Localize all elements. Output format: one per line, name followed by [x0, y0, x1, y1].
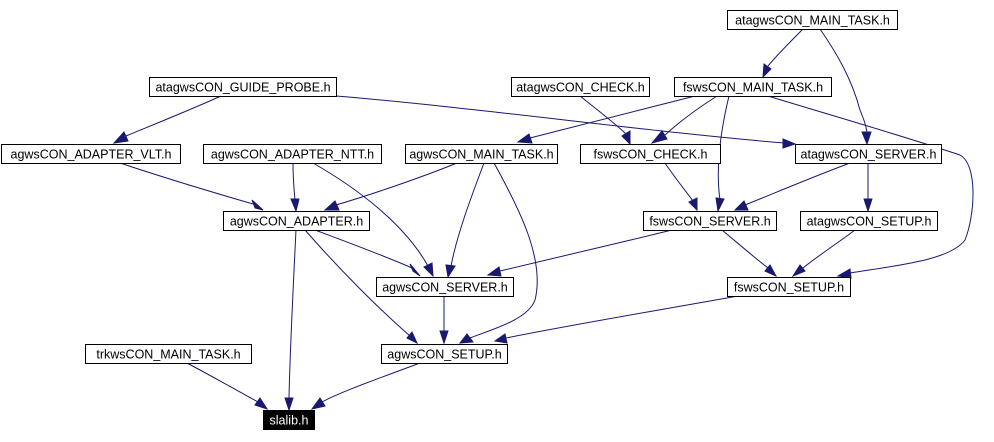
edge-fswsCON_SETUP-to-agwsCON_SETUP — [493, 295, 739, 344]
edge-agwsCON_ADAPTER-to-agwsCON_SERVER — [314, 229, 421, 277]
edges — [112, 28, 974, 412]
edge-fswsCON_CHECK-to-fswsCON_SERVER — [664, 162, 698, 212]
node-agwsCON_SERVER[interactable]: agwsCON_SERVER.h — [376, 277, 514, 297]
node-atagwsCON_MAIN_TASK[interactable]: atagwsCON_MAIN_TASK.h — [727, 10, 898, 30]
node-atagwsCON_CHECK[interactable]: atagwsCON_CHECK.h — [511, 77, 650, 97]
node-label: atagwsCON_SERVER.h — [801, 148, 937, 162]
node-slalib-focus[interactable]: slalib.h — [263, 410, 315, 430]
node-label: atagwsCON_MAIN_TASK.h — [735, 14, 890, 28]
node-agwsCON_SETUP[interactable]: agwsCON_SETUP.h — [381, 344, 508, 364]
edge-fswsCON_MAIN_TASK-to-fswsCON_SETUP — [767, 95, 974, 279]
node-fswsCON_CHECK[interactable]: fswsCON_CHECK.h — [580, 144, 721, 164]
edge-atagwsCON_GUIDE_PROBE-to-atagwsCON_SERVER — [335, 95, 797, 149]
edge-agwsCON_SETUP-to-slalib — [310, 362, 421, 410]
node-atagwsCON_SERVER[interactable]: atagwsCON_SERVER.h — [795, 144, 942, 164]
node-label: fswsCON_CHECK.h — [594, 148, 708, 162]
edge-atagwsCON_SERVER-to-atagwsCON_SETUP — [863, 163, 873, 213]
edge-fswsCON_SERVER-to-fswsCON_SETUP — [721, 229, 778, 278]
node-label: slalib.h — [270, 414, 309, 428]
edge-atagwsCON_SETUP-to-fswsCON_SETUP — [791, 229, 856, 278]
node-label: agwsCON_ADAPTER_VLT.h — [11, 148, 172, 162]
node-atagwsCON_SETUP[interactable]: atagwsCON_SETUP.h — [800, 211, 938, 231]
node-agwsCON_ADAPTER_NTT[interactable]: agwsCON_ADAPTER_NTT.h — [203, 144, 382, 164]
node-fswsCON_MAIN_TASK[interactable]: fswsCON_MAIN_TASK.h — [674, 77, 832, 97]
node-label: agwsCON_SETUP.h — [387, 348, 501, 362]
node-agwsCON_ADAPTER[interactable]: agwsCON_ADAPTER.h — [223, 211, 370, 231]
node-label: fswsCON_SETUP.h — [734, 281, 844, 295]
node-label: agwsCON_SERVER.h — [382, 281, 508, 295]
edge-agwsCON_ADAPTER_NTT-to-agwsCON_ADAPTER — [290, 162, 300, 213]
node-label: fswsCON_SERVER.h — [649, 215, 770, 229]
node-agwsCON_ADAPTER_VLT[interactable]: agwsCON_ADAPTER_VLT.h — [1, 144, 181, 164]
edge-agwsCON_ADAPTER_NTT-to-agwsCON_SERVER — [312, 162, 434, 278]
node-fswsCON_SETUP[interactable]: fswsCON_SETUP.h — [727, 277, 851, 297]
edge-agwsCON_SERVER-to-agwsCON_SETUP — [439, 296, 449, 345]
node-label: fswsCON_MAIN_TASK.h — [683, 81, 823, 95]
edge-agwsCON_ADAPTER-to-agwsCON_SETUP — [304, 229, 419, 345]
node-trkwsCON_MAIN_TASK[interactable]: trkwsCON_MAIN_TASK.h — [85, 344, 252, 364]
edge-fswsCON_MAIN_TASK-to-agwsCON_MAIN_TASK — [516, 95, 696, 144]
edge-agwsCON_ADAPTER_VLT-to-agwsCON_ADAPTER — [119, 162, 264, 211]
node-label: agwsCON_MAIN_TASK.h — [409, 148, 553, 162]
nodes: atagwsCON_MAIN_TASK.h atagwsCON_GUIDE_PR… — [1, 10, 942, 430]
node-agwsCON_MAIN_TASK[interactable]: agwsCON_MAIN_TASK.h — [405, 144, 558, 164]
node-label: atagwsCON_GUIDE_PROBE.h — [155, 81, 330, 95]
node-label: agwsCON_ADAPTER.h — [230, 215, 363, 229]
edge-trkwsCON_MAIN_TASK-to-slalib — [186, 362, 269, 410]
edge-agwsCON_MAIN_TASK-to-agwsCON_SETUP — [458, 162, 538, 344]
edge-fswsCON_SERVER-to-agwsCON_SERVER — [486, 229, 673, 277]
node-label: trkwsCON_MAIN_TASK.h — [96, 348, 240, 362]
edge-agwsCON_ADAPTER-to-slalib — [284, 229, 297, 412]
node-atagwsCON_GUIDE_PROBE[interactable]: atagwsCON_GUIDE_PROBE.h — [149, 77, 337, 97]
node-label: atagwsCON_CHECK.h — [516, 81, 645, 95]
node-fswsCON_SERVER[interactable]: fswsCON_SERVER.h — [643, 211, 777, 231]
edge-agwsCON_MAIN_TASK-to-agwsCON_ADAPTER — [323, 162, 458, 211]
edge-atagwsCON_SERVER-to-fswsCON_SERVER — [733, 162, 851, 211]
edge-fswsCON_MAIN_TASK-to-fswsCON_CHECK — [650, 95, 718, 144]
node-label: agwsCON_ADAPTER_NTT.h — [211, 148, 374, 162]
edge-agwsCON_MAIN_TASK-to-agwsCON_SERVER — [445, 162, 485, 279]
edge-atagwsCON_MAIN_TASK-to-fswsCON_MAIN_TASK — [762, 28, 804, 79]
edge-atagwsCON_CHECK-to-fswsCON_CHECK — [579, 95, 631, 146]
node-label: atagwsCON_SETUP.h — [807, 215, 932, 229]
edge-atagwsCON_GUIDE_PROBE-to-agwsCON_ADAPTER_VLT — [112, 95, 222, 144]
